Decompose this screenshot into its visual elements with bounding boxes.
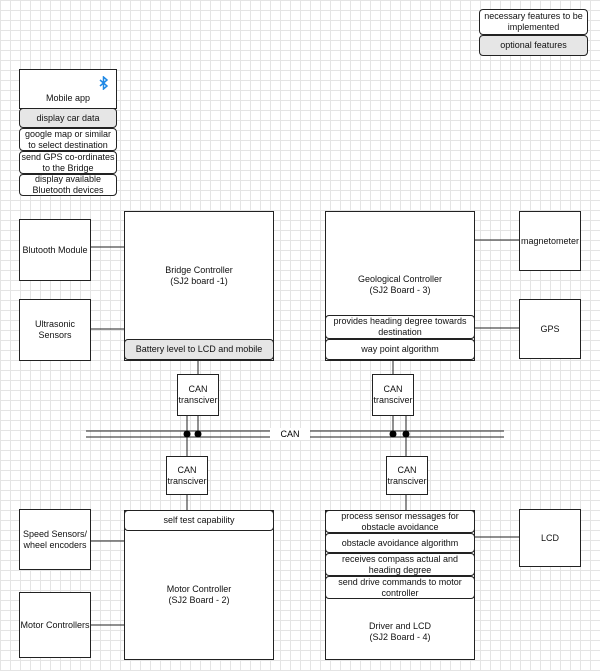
bus-node [389, 430, 397, 438]
mobile-feature-2: google map or similar to select destinat… [19, 128, 117, 151]
motor-subtitle: (SJ2 Board - 2) [168, 595, 230, 605]
mobile-feature-3: send GPS co-ordinates to the Bridge [19, 151, 117, 174]
motor-controller: Motor Controller (SJ2 Board - 2) [124, 510, 274, 660]
driver-feature-4: send drive commands to motor controller [325, 576, 475, 599]
mobile-feature-4: display available Bluetooth devices [19, 174, 117, 196]
driver-feature-3: receives compass actual and heading degr… [325, 553, 475, 576]
can-transceiver-motor: CAN transciver [166, 456, 208, 495]
bluetooth-icon [99, 76, 109, 90]
can-transceiver-driver: CAN transciver [386, 456, 428, 495]
bus-node [183, 430, 191, 438]
bluetooth-module: Blutooth Module [19, 219, 91, 281]
gps: GPS [519, 299, 581, 359]
can-bus-label: CAN [270, 428, 310, 440]
legend-necessary: necessary features to be implemented [479, 9, 588, 35]
geo-feature-1: provides heading degree towards destinat… [325, 315, 475, 339]
motor-title: Motor Controller [166, 584, 232, 594]
bridge-feature: Battery level to LCD and mobile [124, 339, 274, 360]
driver-subtitle: (SJ2 Board - 4) [369, 632, 431, 642]
bridge-subtitle: (SJ2 board -1) [170, 276, 228, 286]
driver-feature-1: process sensor messages for obstacle avo… [325, 510, 475, 533]
magnetometer: magnetometer [519, 211, 581, 271]
mobile-feature-1: display car data [19, 108, 117, 128]
geo-feature-2: way point algorithm [325, 339, 475, 360]
geo-title: Geological Controller [357, 274, 443, 284]
bridge-title: Bridge Controller [165, 265, 233, 275]
legend-optional: optional features [479, 35, 588, 56]
bridge-controller: Bridge Controller (SJ2 board -1) [124, 211, 274, 361]
can-transceiver-bridge: CAN transciver [177, 374, 219, 416]
lcd: LCD [519, 509, 581, 567]
driver-feature-2: obstacle avoidance algorithm [325, 533, 475, 553]
mobile-app-box: Mobile app [19, 69, 117, 109]
mobile-app-title: Mobile app [45, 93, 91, 103]
bus-node [194, 430, 202, 438]
ultrasonic-sensors: Ultrasonic Sensors [19, 299, 91, 361]
motor-feature: self test capability [124, 510, 274, 531]
bus-node [402, 430, 410, 438]
speed-sensors: Speed Sensors/ wheel encoders [19, 509, 91, 570]
geo-subtitle: (SJ2 Board - 3) [369, 285, 431, 295]
driver-title: Driver and LCD [368, 621, 432, 631]
motor-controllers: Motor Controllers [19, 592, 91, 658]
can-transceiver-geo: CAN transciver [372, 374, 414, 416]
